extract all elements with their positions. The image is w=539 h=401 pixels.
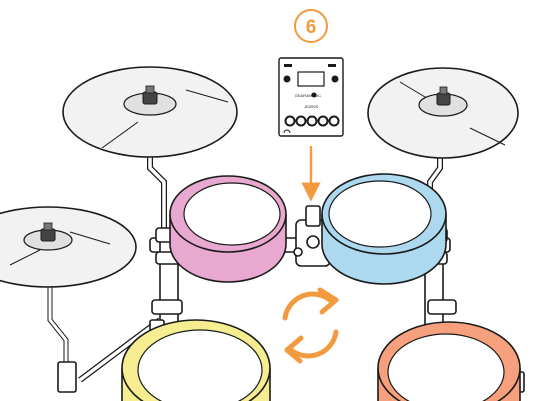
pad-blue	[322, 174, 446, 284]
cymbal-top-left	[63, 67, 237, 157]
pad-orange	[378, 322, 520, 401]
module-model: JD200S	[304, 104, 319, 109]
module-buttons	[286, 117, 339, 126]
step-badge: 6	[295, 10, 327, 42]
cymbal-left-crash	[0, 207, 136, 287]
circular-arrows-icon	[285, 290, 336, 361]
module-display	[298, 72, 324, 86]
module-logo-icon	[312, 93, 317, 98]
module-knob-right	[332, 76, 339, 83]
step-number: 6	[306, 17, 317, 38]
cymbal-top-right	[368, 68, 518, 158]
drum-module: GEAR4MUSIC JD200S	[279, 58, 343, 136]
module-knob-left	[284, 76, 291, 83]
pad-pink	[170, 176, 286, 282]
module-brand: GEAR4MUSIC	[295, 93, 322, 98]
